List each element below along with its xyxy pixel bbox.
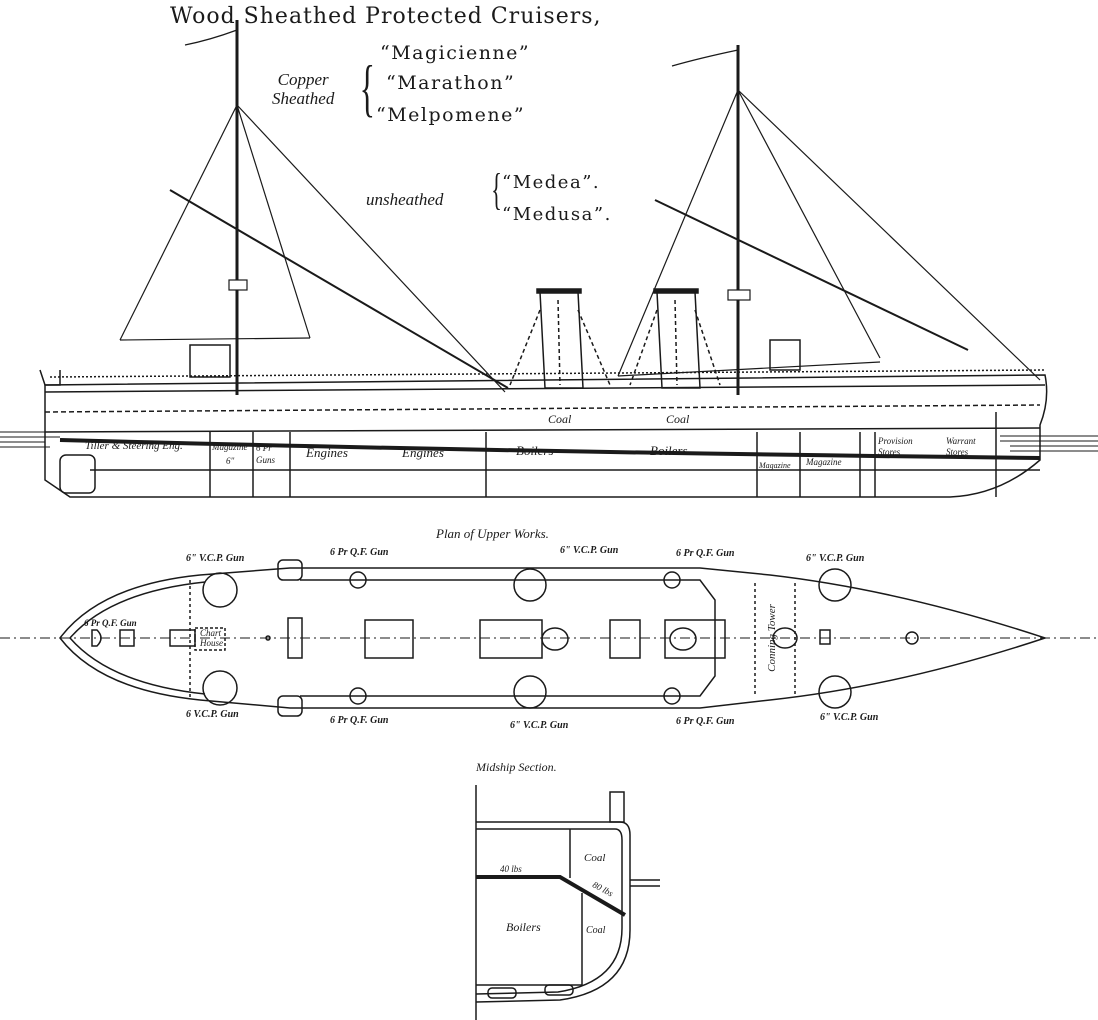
ship-name: “Medusa”.: [502, 204, 612, 225]
rigging: [119, 20, 1041, 395]
gun-label: 6" V.C.P. Gun: [510, 720, 569, 731]
gun-label: 6 Pr Q.F. Gun: [330, 715, 389, 726]
section-label: Coal: [584, 852, 606, 864]
bunker-label: Coal: [548, 412, 572, 426]
compartment-label: 6 Pr Guns: [256, 443, 276, 465]
gun-label: 6" V.C.P. Gun: [820, 712, 879, 723]
plan-title: Plan of Upper Works.: [436, 526, 549, 541]
gun-label: 6 Pr Q.F. Gun: [676, 716, 735, 727]
compartment-label: Boilers: [650, 443, 688, 458]
compartment-label: Magazine: [759, 461, 791, 470]
gun-label: 6 Pr Q.F. Gun: [330, 547, 389, 558]
section-title: Midship Section.: [476, 760, 557, 774]
compartment-label: 6": [226, 456, 235, 466]
brace-icon: {: [359, 52, 376, 123]
group-label-line2: Sheathed: [272, 89, 335, 108]
compartment-label: Magazine: [806, 457, 842, 467]
gun-label: 6" V.C.P. Gun: [560, 545, 619, 556]
compartment-label: Warrant Stores: [946, 436, 976, 457]
gun-label: 6 Pr Q.F. Gun: [84, 618, 137, 628]
compartment-label: Engines: [306, 445, 348, 460]
compartment-label: Provision Stores: [878, 436, 913, 457]
section-label: Coal: [586, 925, 606, 936]
chart-house-line: House: [200, 638, 223, 648]
brace-icon: {: [491, 165, 502, 214]
armour-label: 40 lbs: [500, 864, 522, 874]
gun-label: 6" V.C.P. Gun: [806, 553, 865, 564]
chart-house-line: Chart: [200, 628, 222, 638]
compartment-label: Tiller & Steering Eng.: [85, 440, 183, 452]
group-label-unsheathed: unsheathed: [366, 190, 444, 209]
gun-label: 6 Pr Q.F. Gun: [676, 548, 735, 559]
midship-section-drawing: [475, 785, 660, 1020]
hull-profile: [39, 339, 1048, 498]
gun-label: 6" V.C.P. Gun: [186, 553, 245, 564]
section-label: Boilers: [506, 920, 541, 934]
group-label-copper: Copper Sheathed: [272, 70, 334, 108]
plan-deck: [0, 559, 1098, 717]
ship-name: “Magicienne”: [380, 42, 531, 64]
compartment-label: Boilers: [516, 443, 554, 458]
bunker-label: Coal: [666, 412, 690, 426]
chart-house-label: Chart House: [200, 628, 223, 648]
conning-tower-label: Conning Tower: [765, 604, 778, 672]
compartment-label: Magazine: [212, 442, 248, 452]
ship-name: “Melpomene”: [376, 104, 526, 126]
gun-label: 6 V.C.P. Gun: [186, 709, 239, 720]
compartment-label: Engines: [402, 445, 444, 460]
page-title: Wood Sheathed Protected Cruisers,: [170, 4, 602, 29]
group-label-line1: Copper: [277, 70, 329, 89]
ship-name: “Medea”.: [502, 172, 601, 193]
waterline: [0, 431, 1098, 452]
ship-name: “Marathon”: [386, 72, 516, 94]
